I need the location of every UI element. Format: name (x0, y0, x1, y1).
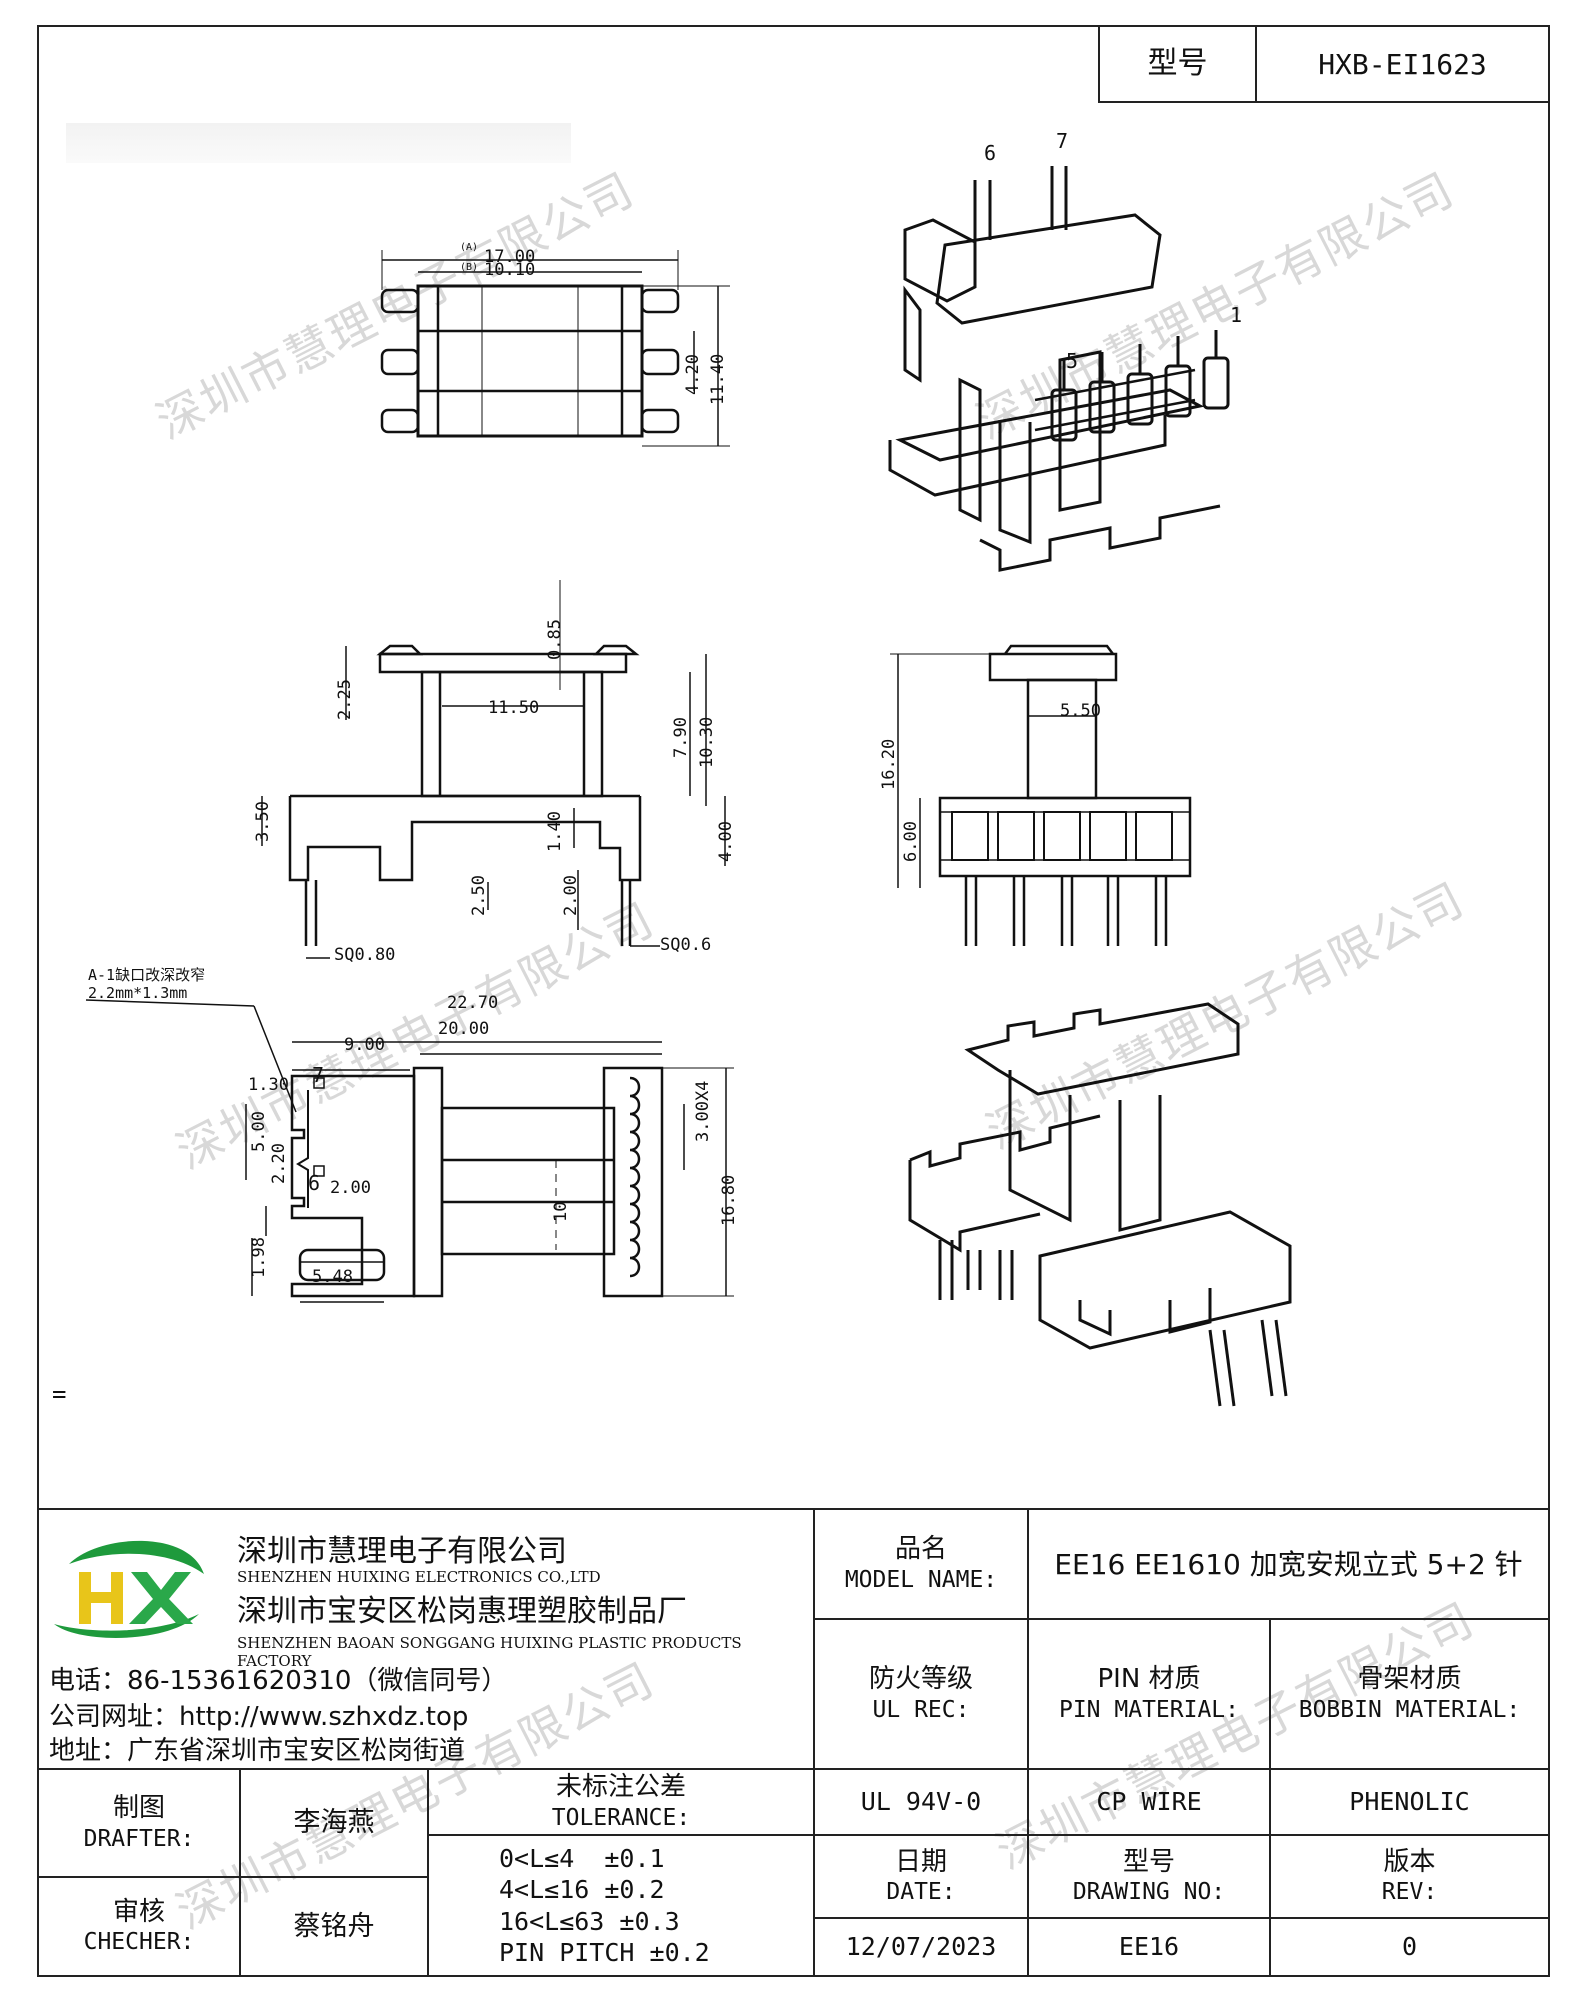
dim-3-00x4: 3.00X4 (693, 1081, 713, 1142)
tolerance-label: 未标注公差 TOLERANCE: (427, 1768, 815, 1836)
dim-1-40: 1.40 (545, 811, 565, 852)
bottom-view (85, 999, 734, 1303)
dim-16-20: 16.20 (879, 739, 899, 790)
date-value: 12/07/2023 (813, 1917, 1029, 1977)
tolerance-line: 0<L≤4 ±0.1 (499, 1844, 665, 1873)
rev-value: 0 (1269, 1917, 1550, 1977)
side-view (890, 644, 1192, 946)
company-name-en: SHENZHEN HUIXING ELECTRONICS CO.,LTD (237, 1568, 601, 1586)
iso-pin-6: 6 (984, 141, 996, 165)
dim-1-30: 1.30 (248, 1075, 289, 1095)
dim-22-70: 22.70 (447, 993, 498, 1013)
dim-tag-a: (A) (460, 242, 478, 253)
company-website: 公司网址：http://www.szhxdz.top (49, 1702, 469, 1732)
drafter-value: 李海燕 (239, 1768, 429, 1878)
company-name-cn: 深圳市慧理电子有限公司 (237, 1534, 567, 1569)
iso-pin-1: 1 (1230, 303, 1242, 327)
dim-7-90: 7.90 (671, 717, 691, 758)
checker-value: 蔡铭舟 (239, 1876, 429, 1977)
technical-drawing: (A) 17.00 (B) 10.10 4.20 11.40 0.85 2.25… (52, 129, 1292, 1408)
bobbin-material-value: PHENOLIC (1269, 1768, 1550, 1836)
top-view (380, 250, 730, 447)
title-block: HX 深圳市慧理电子有限公司 SHENZHEN HUIXING ELECTRON… (37, 1508, 1550, 1977)
pin-material-value: CP WIRE (1027, 1768, 1271, 1836)
dim-6-00: 6.00 (901, 821, 921, 862)
dim-4-20: 4.20 (683, 354, 703, 395)
iso-view-bottom (908, 1002, 1292, 1407)
model-name-value: EE16 EE1610 加宽安规立式 5+2 针 (1027, 1508, 1550, 1620)
company-box: HX 深圳市慧理电子有限公司 SHENZHEN HUIXING ELECTRON… (37, 1508, 815, 1770)
pin-label-7: 7 (312, 1063, 324, 1087)
header-model-value: HXB-EI1623 (1255, 25, 1550, 103)
dim-0-85: 0.85 (545, 619, 565, 660)
iso-view-top (888, 166, 1230, 572)
date-label: 日期 DATE: (813, 1834, 1029, 1919)
bobbin-material-label: 骨架材质 BOBBIN MATERIAL: (1269, 1618, 1550, 1770)
pin-material-label: PIN 材质 PIN MATERIAL: (1027, 1618, 1271, 1770)
front-view (261, 580, 726, 959)
ul-value: UL 94V-0 (813, 1768, 1029, 1836)
dim-1-98: 1.98 (249, 1237, 269, 1278)
factory-name-cn: 深圳市宝安区松岗惠理塑胶制品厂 (237, 1594, 687, 1629)
tolerance-values: 0<L≤4 ±0.1 4<L≤16 ±0.2 16<L≤63 ±0.3 PIN … (427, 1834, 815, 1977)
header-model-label: 型号 (1098, 25, 1257, 103)
dim-3-50: 3.50 (253, 801, 273, 842)
company-phone: 电话：86-15361620310（微信同号） (49, 1666, 508, 1696)
dim-2-50: 2.50 (469, 875, 489, 916)
dim-17: 17.00 (484, 247, 535, 267)
drafter-label: 制图 DRAFTER: (37, 1768, 241, 1878)
factory-name-en: SHENZHEN BAOAN SONGGANG HUIXING PLASTIC … (237, 1634, 742, 1670)
rev-label: 版本 REV: (1269, 1834, 1550, 1919)
note-notch: A-1缺口改深改窄 (88, 966, 205, 984)
note-notch-size: 2.2mm*1.3mm (88, 984, 187, 1002)
stray-mark: = (52, 1380, 66, 1408)
checker-label: 审核 CHECHER: (37, 1876, 241, 1977)
dim-2-00b: 2.00 (330, 1178, 371, 1198)
dim-tag-b: (B) (460, 262, 478, 273)
tolerance-line: 16<L≤63 ±0.3 (499, 1906, 680, 1936)
ul-label: 防火等级 UL REC: (813, 1618, 1029, 1770)
dim-2-00: 2.00 (561, 875, 581, 916)
dim-10-10: 10.10 (484, 260, 535, 280)
dim-11-50: 11.50 (488, 698, 539, 718)
dim-5-48: 5.48 (312, 1267, 353, 1287)
dim-5-00: 5.00 (249, 1111, 269, 1152)
pin-label-6: 6 (308, 1171, 320, 1195)
scan-artifact (66, 123, 571, 163)
tolerance-line: PIN PITCH ±0.2 (499, 1937, 710, 1967)
dim-10: 10 (551, 1202, 571, 1222)
dim-sq-0-6: SQ0.6 (660, 935, 711, 955)
hx-logo (54, 1540, 204, 1638)
dim-5-50: 5.50 (1060, 701, 1101, 721)
dim-4-00: 4.00 (716, 821, 736, 862)
dim-10-30: 10.30 (697, 717, 717, 768)
dim-20-00: 20.00 (438, 1019, 489, 1039)
dim-2-25: 2.25 (335, 679, 355, 720)
iso-pin-5: 5 (1066, 349, 1078, 373)
dim-11-40: 11.40 (708, 354, 728, 405)
iso-pin-7: 7 (1056, 129, 1068, 153)
tolerance-line: 4<L≤16 ±0.2 (499, 1875, 665, 1905)
model-name-label: 品名 MODEL NAME: (813, 1508, 1029, 1620)
drawing-no-value: EE16 (1027, 1917, 1271, 1977)
dim-16-80: 16.80 (719, 1175, 739, 1226)
dim-2-20: 2.20 (269, 1143, 289, 1184)
dim-9-00: 9.00 (344, 1035, 385, 1055)
dim-sq-0-80: SQ0.80 (334, 945, 395, 965)
company-address: 地址：广东省深圳市宝安区松岗街道 (49, 1736, 466, 1766)
drawing-no-label: 型号 DRAWING NO: (1027, 1834, 1271, 1919)
